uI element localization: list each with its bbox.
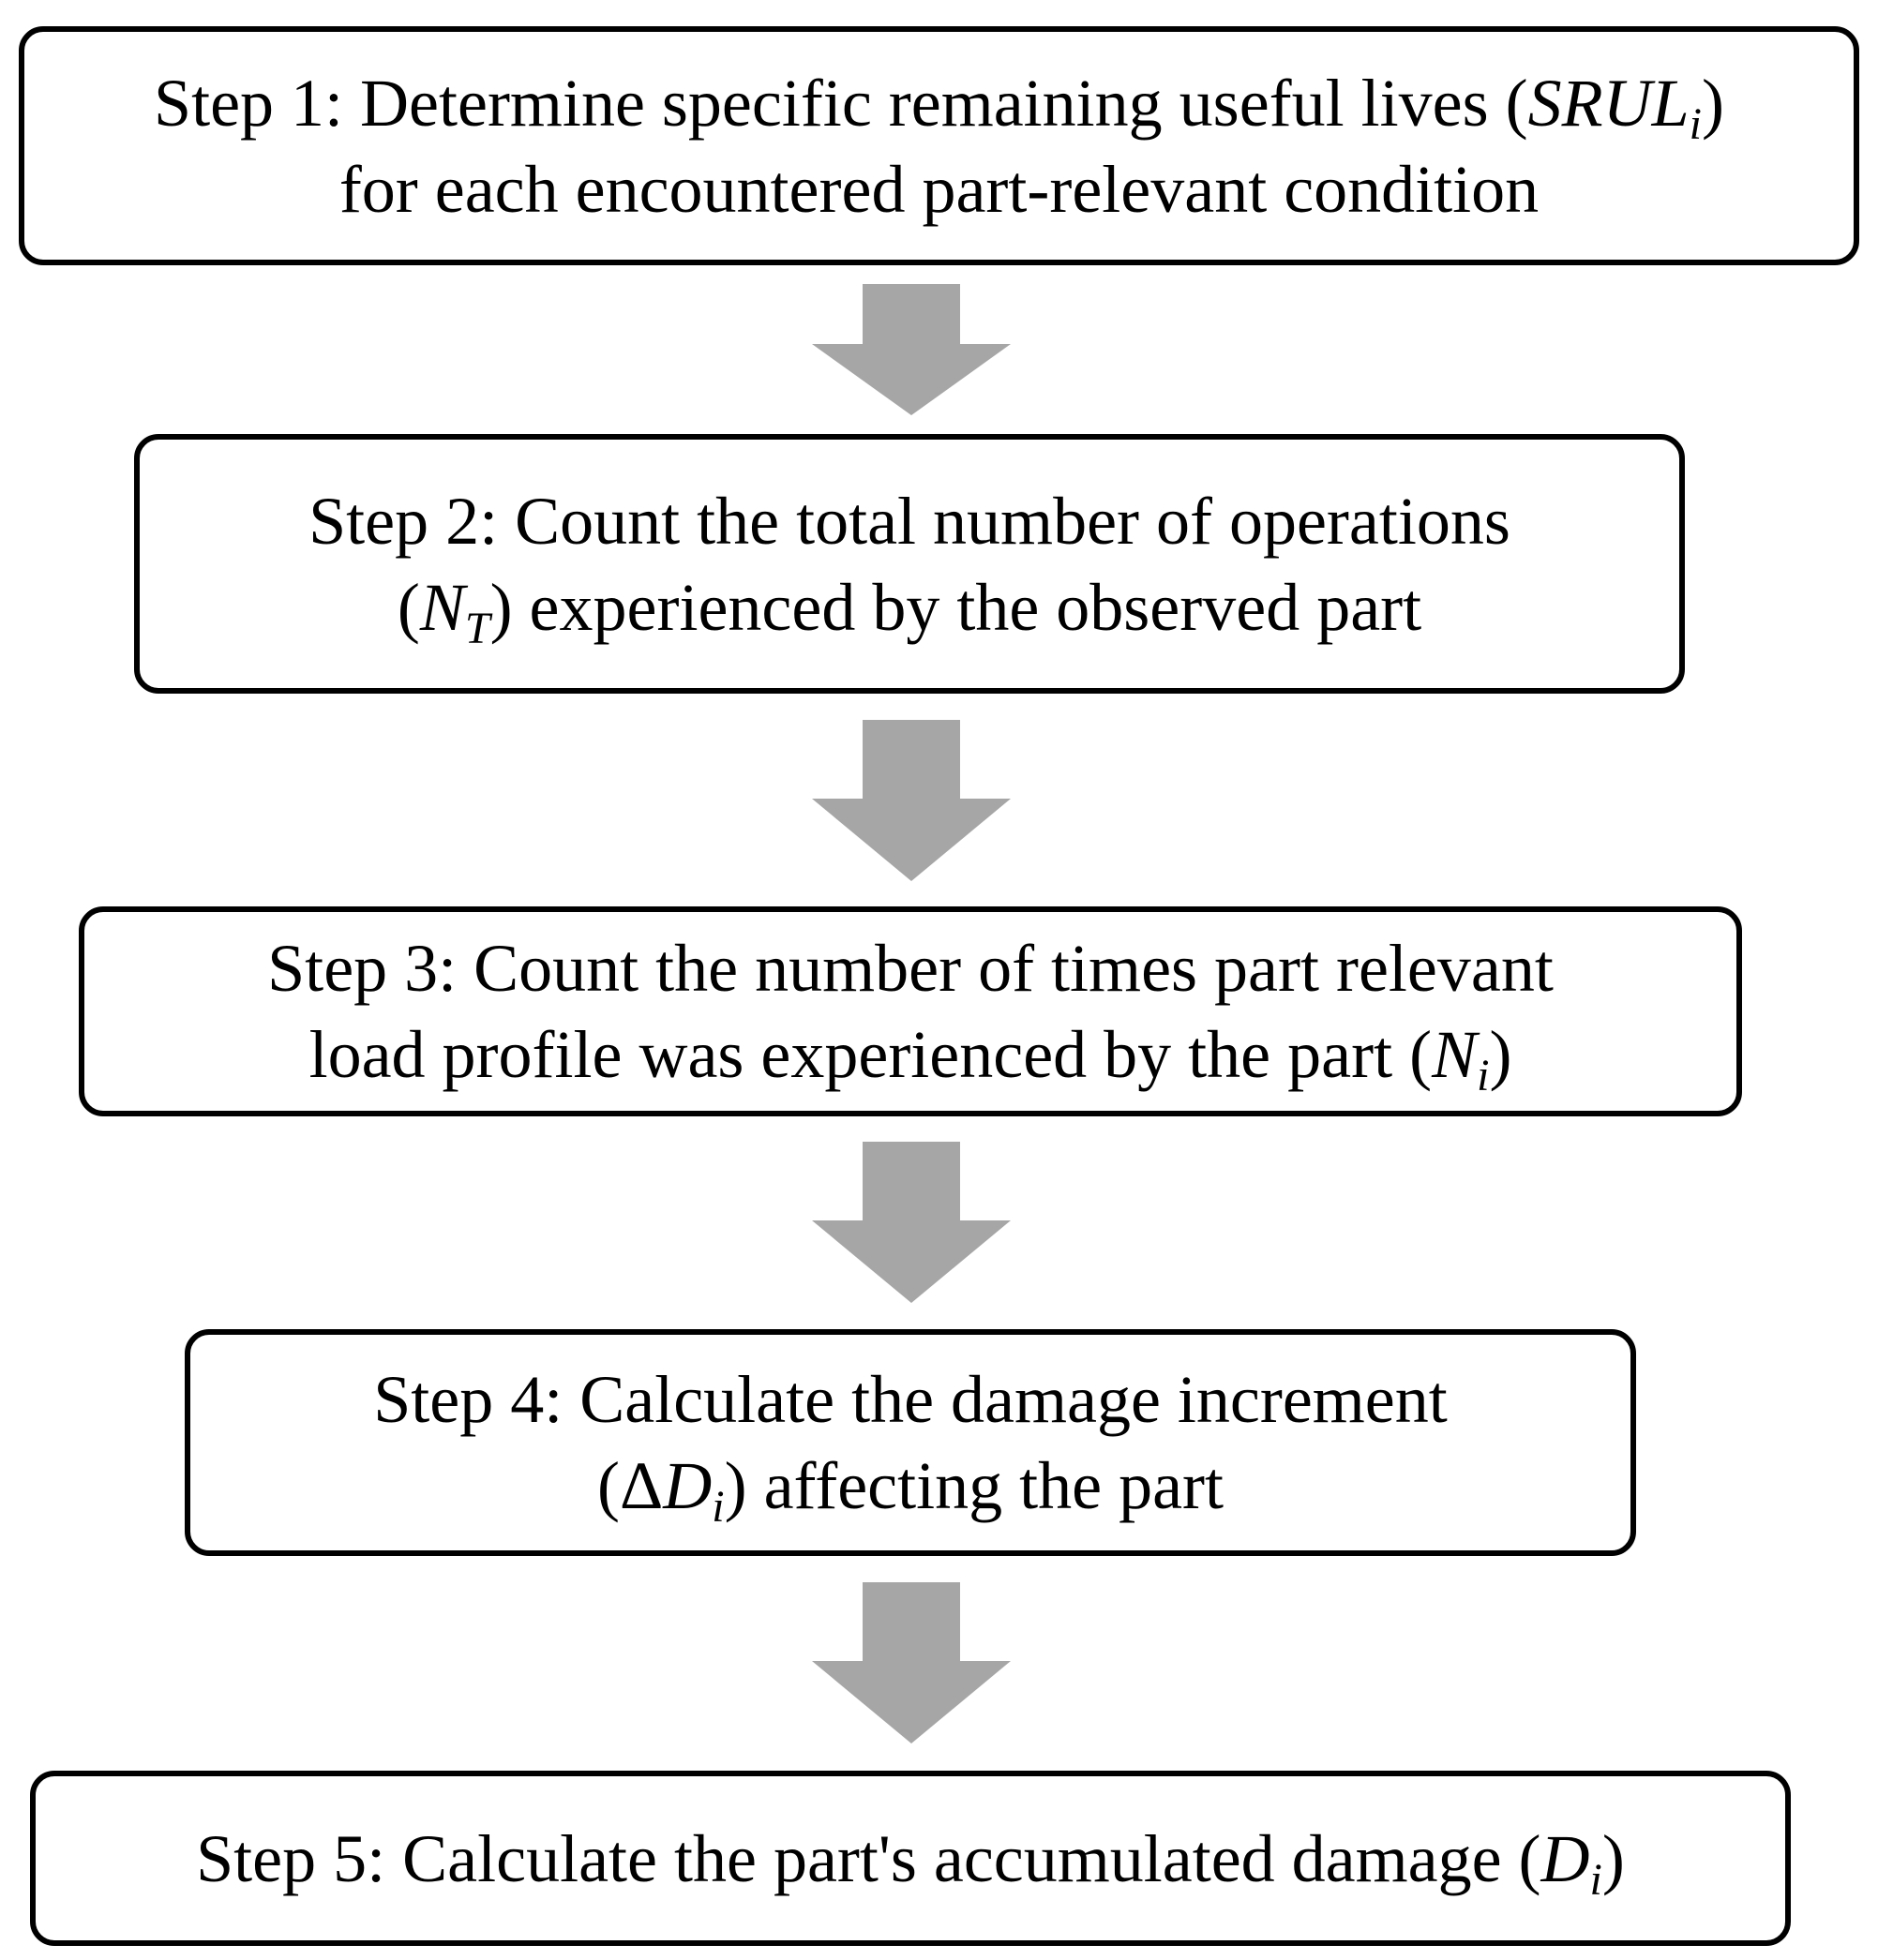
step-5-subscript: i bbox=[1589, 1854, 1602, 1905]
step-4-text-end: ) affecting the part bbox=[724, 1448, 1224, 1523]
step-2-open-paren: ( bbox=[397, 569, 420, 645]
step-5-close-paren: ) bbox=[1601, 1820, 1625, 1896]
step-5-box: Step 5: Calculate the part's accumulated… bbox=[30, 1771, 1791, 1946]
step-5-line-1: Step 5: Calculate the part's accumulated… bbox=[196, 1816, 1625, 1905]
step-1-text: Step 1: Determine specific remaining use… bbox=[154, 65, 1528, 141]
step-3-subscript: i bbox=[1477, 1051, 1490, 1100]
down-arrow-icon bbox=[812, 1142, 1011, 1303]
step-3-line-1: Step 3: Count the number of times part r… bbox=[267, 931, 1554, 1006]
step-4-subscript: i bbox=[712, 1482, 725, 1532]
step-5-text: Step 5: Calculate the part's accumulated… bbox=[196, 1820, 1541, 1896]
step-2-line-1: Step 2: Count the total number of operat… bbox=[308, 483, 1510, 559]
step-1-close-paren: ) bbox=[1701, 65, 1724, 141]
step-4-box: Step 4: Calculate the damage increment (… bbox=[185, 1329, 1636, 1556]
step-4-line-2: (ΔDi) affecting the part bbox=[596, 1443, 1224, 1532]
down-arrow-icon bbox=[812, 720, 1011, 881]
step-2-variable: N bbox=[419, 569, 465, 645]
step-2-line-2: (NT) experienced by the observed part bbox=[398, 564, 1421, 651]
down-arrow-icon bbox=[812, 1582, 1011, 1743]
step-2-box: Step 2: Count the total number of operat… bbox=[134, 434, 1685, 694]
step-1-variable: SRUL bbox=[1527, 65, 1690, 141]
step-3-text: load profile was experienced by the part… bbox=[308, 1017, 1433, 1092]
step-2-text-end: ) experienced by the observed part bbox=[489, 569, 1422, 645]
step-3-close-paren: ) bbox=[1489, 1017, 1512, 1092]
step-4-variable-letter: D bbox=[663, 1448, 713, 1523]
step-1-subscript: i bbox=[1689, 98, 1702, 149]
step-3-box: Step 3: Count the number of times part r… bbox=[79, 906, 1742, 1116]
step-3-variable: N bbox=[1432, 1017, 1478, 1092]
step-2-subscript: T bbox=[464, 603, 490, 653]
step-5-variable: D bbox=[1540, 1820, 1590, 1896]
down-arrow-icon bbox=[812, 284, 1011, 415]
step-4-line-1: Step 4: Calculate the damage increment bbox=[373, 1362, 1448, 1437]
step-4-variable: (ΔD bbox=[596, 1448, 713, 1523]
step-1-line-1: Step 1: Determine specific remaining use… bbox=[154, 60, 1724, 149]
step-1-box: Step 1: Determine specific remaining use… bbox=[19, 26, 1859, 265]
step-3-line-2: load profile was experienced by the part… bbox=[308, 1011, 1512, 1100]
step-1-line-2: for each encountered part-relevant condi… bbox=[338, 151, 1540, 227]
